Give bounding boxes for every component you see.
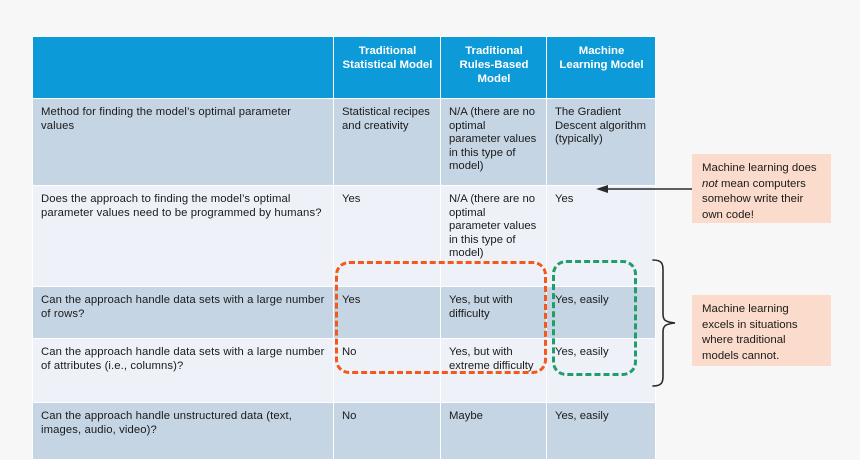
column-header-machine-learning-model: Machine Learning Model <box>546 36 656 99</box>
cell-statistical: No <box>333 338 441 403</box>
arrow-icon-to-machine-learning-yes <box>596 185 693 193</box>
column-header-question <box>32 36 334 99</box>
cell-rules-based: N/A (there are no optimal parameter valu… <box>440 98 547 186</box>
model-comparison-table: Traditional Statistical Model Traditiona… <box>32 36 656 460</box>
cell-machine-learning: Yes, easily <box>546 338 656 403</box>
cell-rules-based: N/A (there are no optimal parameter valu… <box>440 185 547 287</box>
column-header-traditional-rules-based-model: Traditional Rules-Based Model <box>440 36 547 99</box>
cell-machine-learning: Yes, easily <box>546 402 656 460</box>
table-row: Can the approach handle data sets with a… <box>32 286 656 339</box>
cell-machine-learning: The Gradient Descent algorithm (typicall… <box>546 98 656 186</box>
cell-rules-based: Yes, but with difficulty <box>440 286 547 339</box>
cell-rules-based: Yes, but with extreme difficulty <box>440 338 547 403</box>
table-row: Method for finding the model’s optimal p… <box>32 98 656 186</box>
table-header-row: Traditional Statistical Model Traditiona… <box>32 36 656 99</box>
callout-machine-learning-excels: Machine learning excels in situations wh… <box>692 295 831 366</box>
table-row: Can the approach handle data sets with a… <box>32 338 656 403</box>
cell-statistical: Statistical recipes and creativity <box>333 98 441 186</box>
row-question: Can the approach handle unstructured dat… <box>32 402 334 460</box>
cell-rules-based: Maybe <box>440 402 547 460</box>
callout-emphasis-not: not <box>702 177 718 190</box>
callout-text: Machine learning excels in situations wh… <box>702 303 798 362</box>
row-question: Can the approach handle data sets with a… <box>32 338 334 403</box>
callout-text-part1: Machine learning does <box>702 162 817 174</box>
row-question: Can the approach handle data sets with a… <box>32 286 334 339</box>
row-question: Method for finding the model’s optimal p… <box>32 98 334 186</box>
table-row: Can the approach handle unstructured dat… <box>32 402 656 460</box>
cell-statistical: Yes <box>333 185 441 287</box>
table-row: Does the approach to finding the model’s… <box>32 185 656 287</box>
cell-machine-learning: Yes, easily <box>546 286 656 339</box>
cell-statistical: Yes <box>333 286 441 339</box>
callout-text-part2: mean computers somehow write their own c… <box>702 177 806 221</box>
column-header-traditional-statistical-model: Traditional Statistical Model <box>333 36 441 99</box>
callout-machine-learning-not-writing-code: Machine learning does not mean computers… <box>692 154 831 223</box>
row-question: Does the approach to finding the model’s… <box>32 185 334 287</box>
cell-statistical: No <box>333 402 441 460</box>
cell-machine-learning: Yes <box>546 185 656 287</box>
curly-brace-icon-rows-3-to-5 <box>652 259 676 387</box>
